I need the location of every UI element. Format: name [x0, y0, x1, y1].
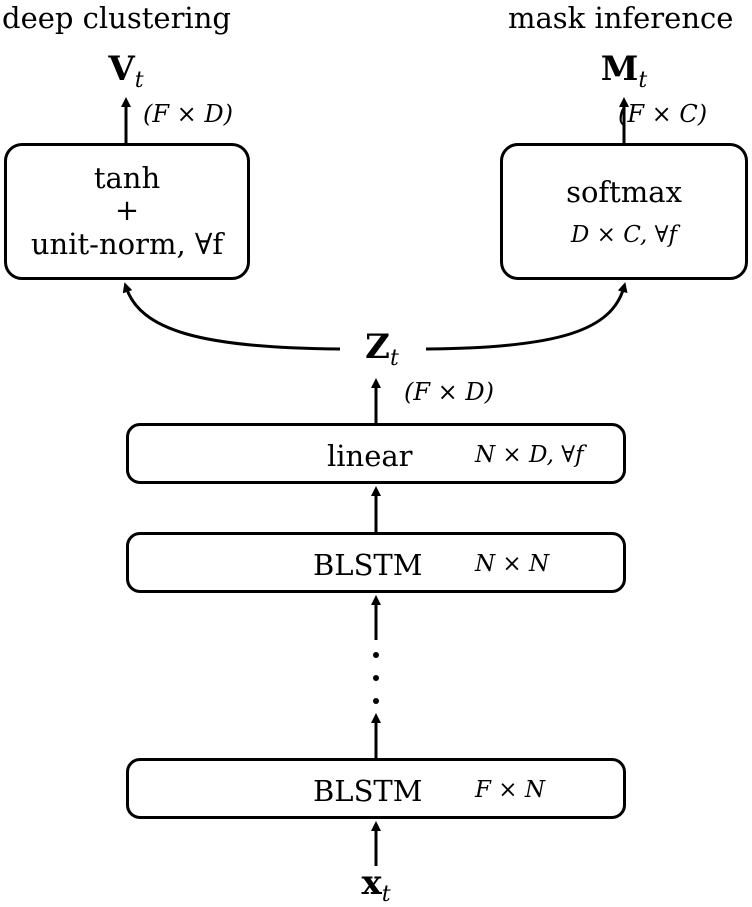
blstm-bottom-box: BLSTM F × N [126, 758, 626, 819]
linear-label: linear [327, 439, 413, 473]
blstm-top-box: BLSTM N × N [126, 532, 626, 593]
ellipsis-dot [373, 652, 379, 658]
output-m-symbol: Mt [600, 49, 647, 92]
tanh-label: tanh [93, 161, 161, 195]
ellipsis-dot [373, 675, 379, 681]
softmax-dims: D × C, ∀f [570, 222, 678, 248]
z-subscript: t [389, 346, 399, 371]
v-subscript: t [134, 68, 144, 93]
x-subscript: t [381, 882, 391, 907]
heading-deep-clustering: deep clustering [2, 1, 231, 35]
linear-layer-box: linear N × D, ∀f [126, 423, 626, 484]
softmax-box: softmax D × C, ∀f [500, 143, 748, 280]
x-symbol: x [361, 863, 382, 903]
m-subscript: t [638, 68, 648, 93]
blstm-top-dims: N × N [475, 551, 550, 577]
v-dims: (F × D) [143, 100, 233, 128]
output-v-symbol: Vt [108, 49, 143, 92]
blstm-bottom-dims: F × N [475, 777, 545, 803]
curve-z-to-tanh [122, 282, 341, 351]
blstm-top-label: BLSTM [313, 548, 423, 582]
curve-z-to-softmax [425, 282, 628, 351]
tanh-unit-norm-box: tanh + unit-norm, ∀f [4, 143, 250, 280]
linear-dims: N × D, ∀f [475, 442, 584, 468]
heading-mask-inference: mask inference [508, 1, 734, 35]
z-symbol: Z [365, 327, 390, 367]
softmax-label: softmax [566, 175, 682, 209]
ellipsis-dot [373, 698, 379, 704]
m-dims: (F × C) [618, 100, 708, 128]
z-dims: (F × D) [404, 378, 494, 406]
embedding-z-symbol: Zt [365, 327, 399, 370]
m-symbol: M [600, 49, 639, 89]
input-x-symbol: xt [361, 863, 390, 906]
blstm-bottom-label: BLSTM [313, 774, 423, 808]
v-symbol: V [108, 49, 135, 89]
plus-label: + [114, 193, 140, 227]
unit-norm-label: unit-norm, ∀f [30, 227, 224, 261]
